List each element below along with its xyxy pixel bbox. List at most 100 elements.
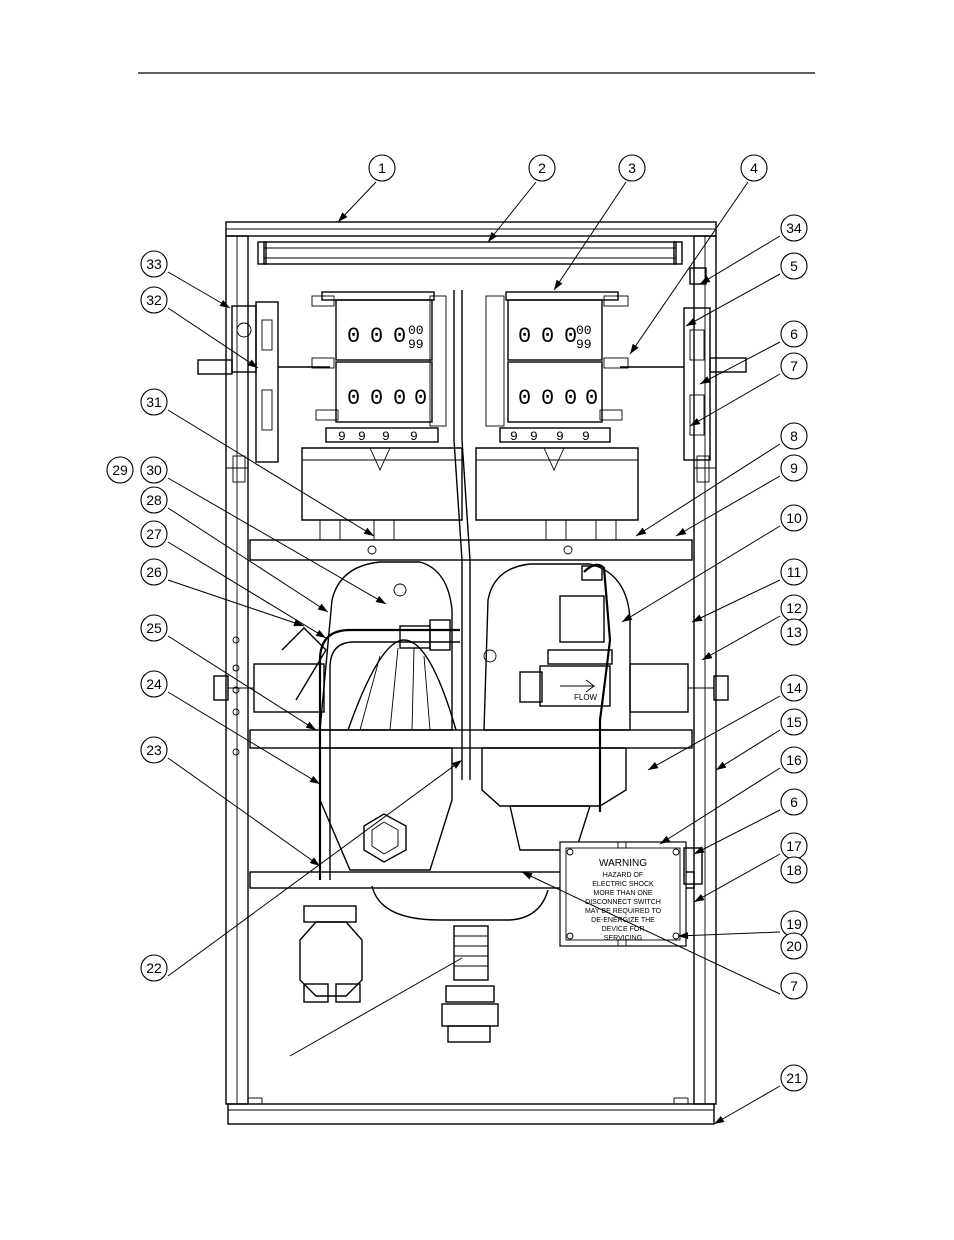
callout-number: 21 [786,1070,802,1086]
left-pump-unit [319,561,457,871]
right-reset-motor [620,267,747,461]
callout-arrowhead [648,762,659,770]
callout-number: 32 [146,292,162,308]
callout-arrowhead [694,846,705,854]
callout-number: 15 [786,714,802,730]
callout-leader [689,373,781,427]
callout-bubble: 32 [140,286,168,314]
callout-arrowhead [702,652,713,660]
callout-bubble: 29 [106,456,134,484]
digit: 9 [410,429,418,444]
callout-arrowhead [678,932,689,940]
callout-number: 24 [146,676,162,692]
digit: 0 [393,386,406,411]
warning-line: DE-ENERGIZE THE [591,917,655,924]
callout-bubble: 13 [780,618,808,646]
callout-bubble: 3 [618,154,646,182]
callout-arrowhead [692,614,703,622]
callout-circle [618,154,646,182]
callout-number: 5 [790,258,798,274]
callout-number: 12 [786,600,802,616]
callout-arrowhead [700,275,711,284]
callout-leader [675,475,781,537]
callout-bubble: 34 [780,214,808,242]
callout-bubble: 6 [780,320,808,348]
callout-bubble: 6 [780,788,808,816]
callout-leader [553,181,627,291]
callout-leader [521,871,781,995]
digit: 0 [518,386,531,411]
ppu-digits-right: 9 9 9 9 [510,429,590,444]
callout-leader [167,507,329,613]
piping [318,563,612,880]
callout-circle [780,708,808,736]
callout-arrowhead [686,318,697,326]
callout-circle [140,558,168,586]
callout-bubble: 21 [780,1064,808,1092]
callout-leader [647,695,781,771]
callout-arrowhead [630,343,639,354]
callout-arrowhead [622,613,633,622]
callout-circle [140,520,168,548]
valve-flow-label: FLOW [574,693,598,702]
callout-leader [167,541,327,639]
callout-bubble: 17 [780,832,808,860]
callout-arrowhead [694,894,705,902]
cross-rails [249,539,695,889]
digit: 00 [576,323,592,338]
callout-circle [780,674,808,702]
callout-circle [780,618,808,646]
warning-line: MORE THAN ONE [594,890,653,897]
callout-number: 25 [146,620,162,636]
callout-bubble: 20 [780,932,808,960]
callout-number: 28 [146,492,162,508]
callout-arrowhead [660,835,671,844]
warning-line: ELECTRIC SHOCK [592,881,654,888]
callout-leader [691,579,781,623]
warning-line: SERVICING [604,935,642,942]
center-cable [453,290,471,780]
callout-number: 29 [112,462,128,478]
callout-bubble: 4 [740,154,768,182]
callout-circle [140,456,168,484]
register-head-left [311,291,447,443]
callout-number: 8 [790,428,798,444]
digit: 0 [347,324,360,349]
inlet-manifold [213,627,729,713]
callout-circle [528,154,556,182]
callout-number: 6 [790,794,798,810]
callout-circle [780,504,808,532]
digit: 99 [576,337,592,352]
callout-bubble: 24 [140,670,168,698]
callout-leader [167,477,387,605]
callout-bubble: 16 [780,746,808,774]
warning-plate: WARNING HAZARD OF ELECTRIC SHOCK MORE TH… [585,858,662,942]
callout-number: 34 [786,220,802,236]
callout-circle [140,954,168,982]
callout-leader [167,635,317,731]
register-digits-top-right: 0 0 0 00 99 [518,323,592,352]
callout-circle [140,388,168,416]
callout-circle [780,422,808,450]
callout-leader [693,853,781,903]
callout-bubble: 33 [140,250,168,278]
callout-bubble: 14 [780,674,808,702]
warning-line: MAY BE REQUIRED TO [585,908,662,915]
callout-arrowhead [690,417,701,426]
callout-bubble: 28 [140,486,168,514]
callout-arrowhead [451,760,462,769]
callout-circle [780,788,808,816]
register-digits-top-left: 0 0 0 00 99 [347,323,424,352]
callout-number: 20 [786,938,802,954]
digit: 00 [408,323,424,338]
callout-arrowhead [636,527,647,536]
callout-leader [621,525,781,623]
callout-number: 27 [146,526,162,542]
callout-number: 26 [146,564,162,580]
callout-number: 6 [790,326,798,342]
digit: 9 [358,429,366,444]
callout-arrowhead [375,595,386,604]
callout-circle [106,456,134,484]
callout-circle [780,558,808,586]
